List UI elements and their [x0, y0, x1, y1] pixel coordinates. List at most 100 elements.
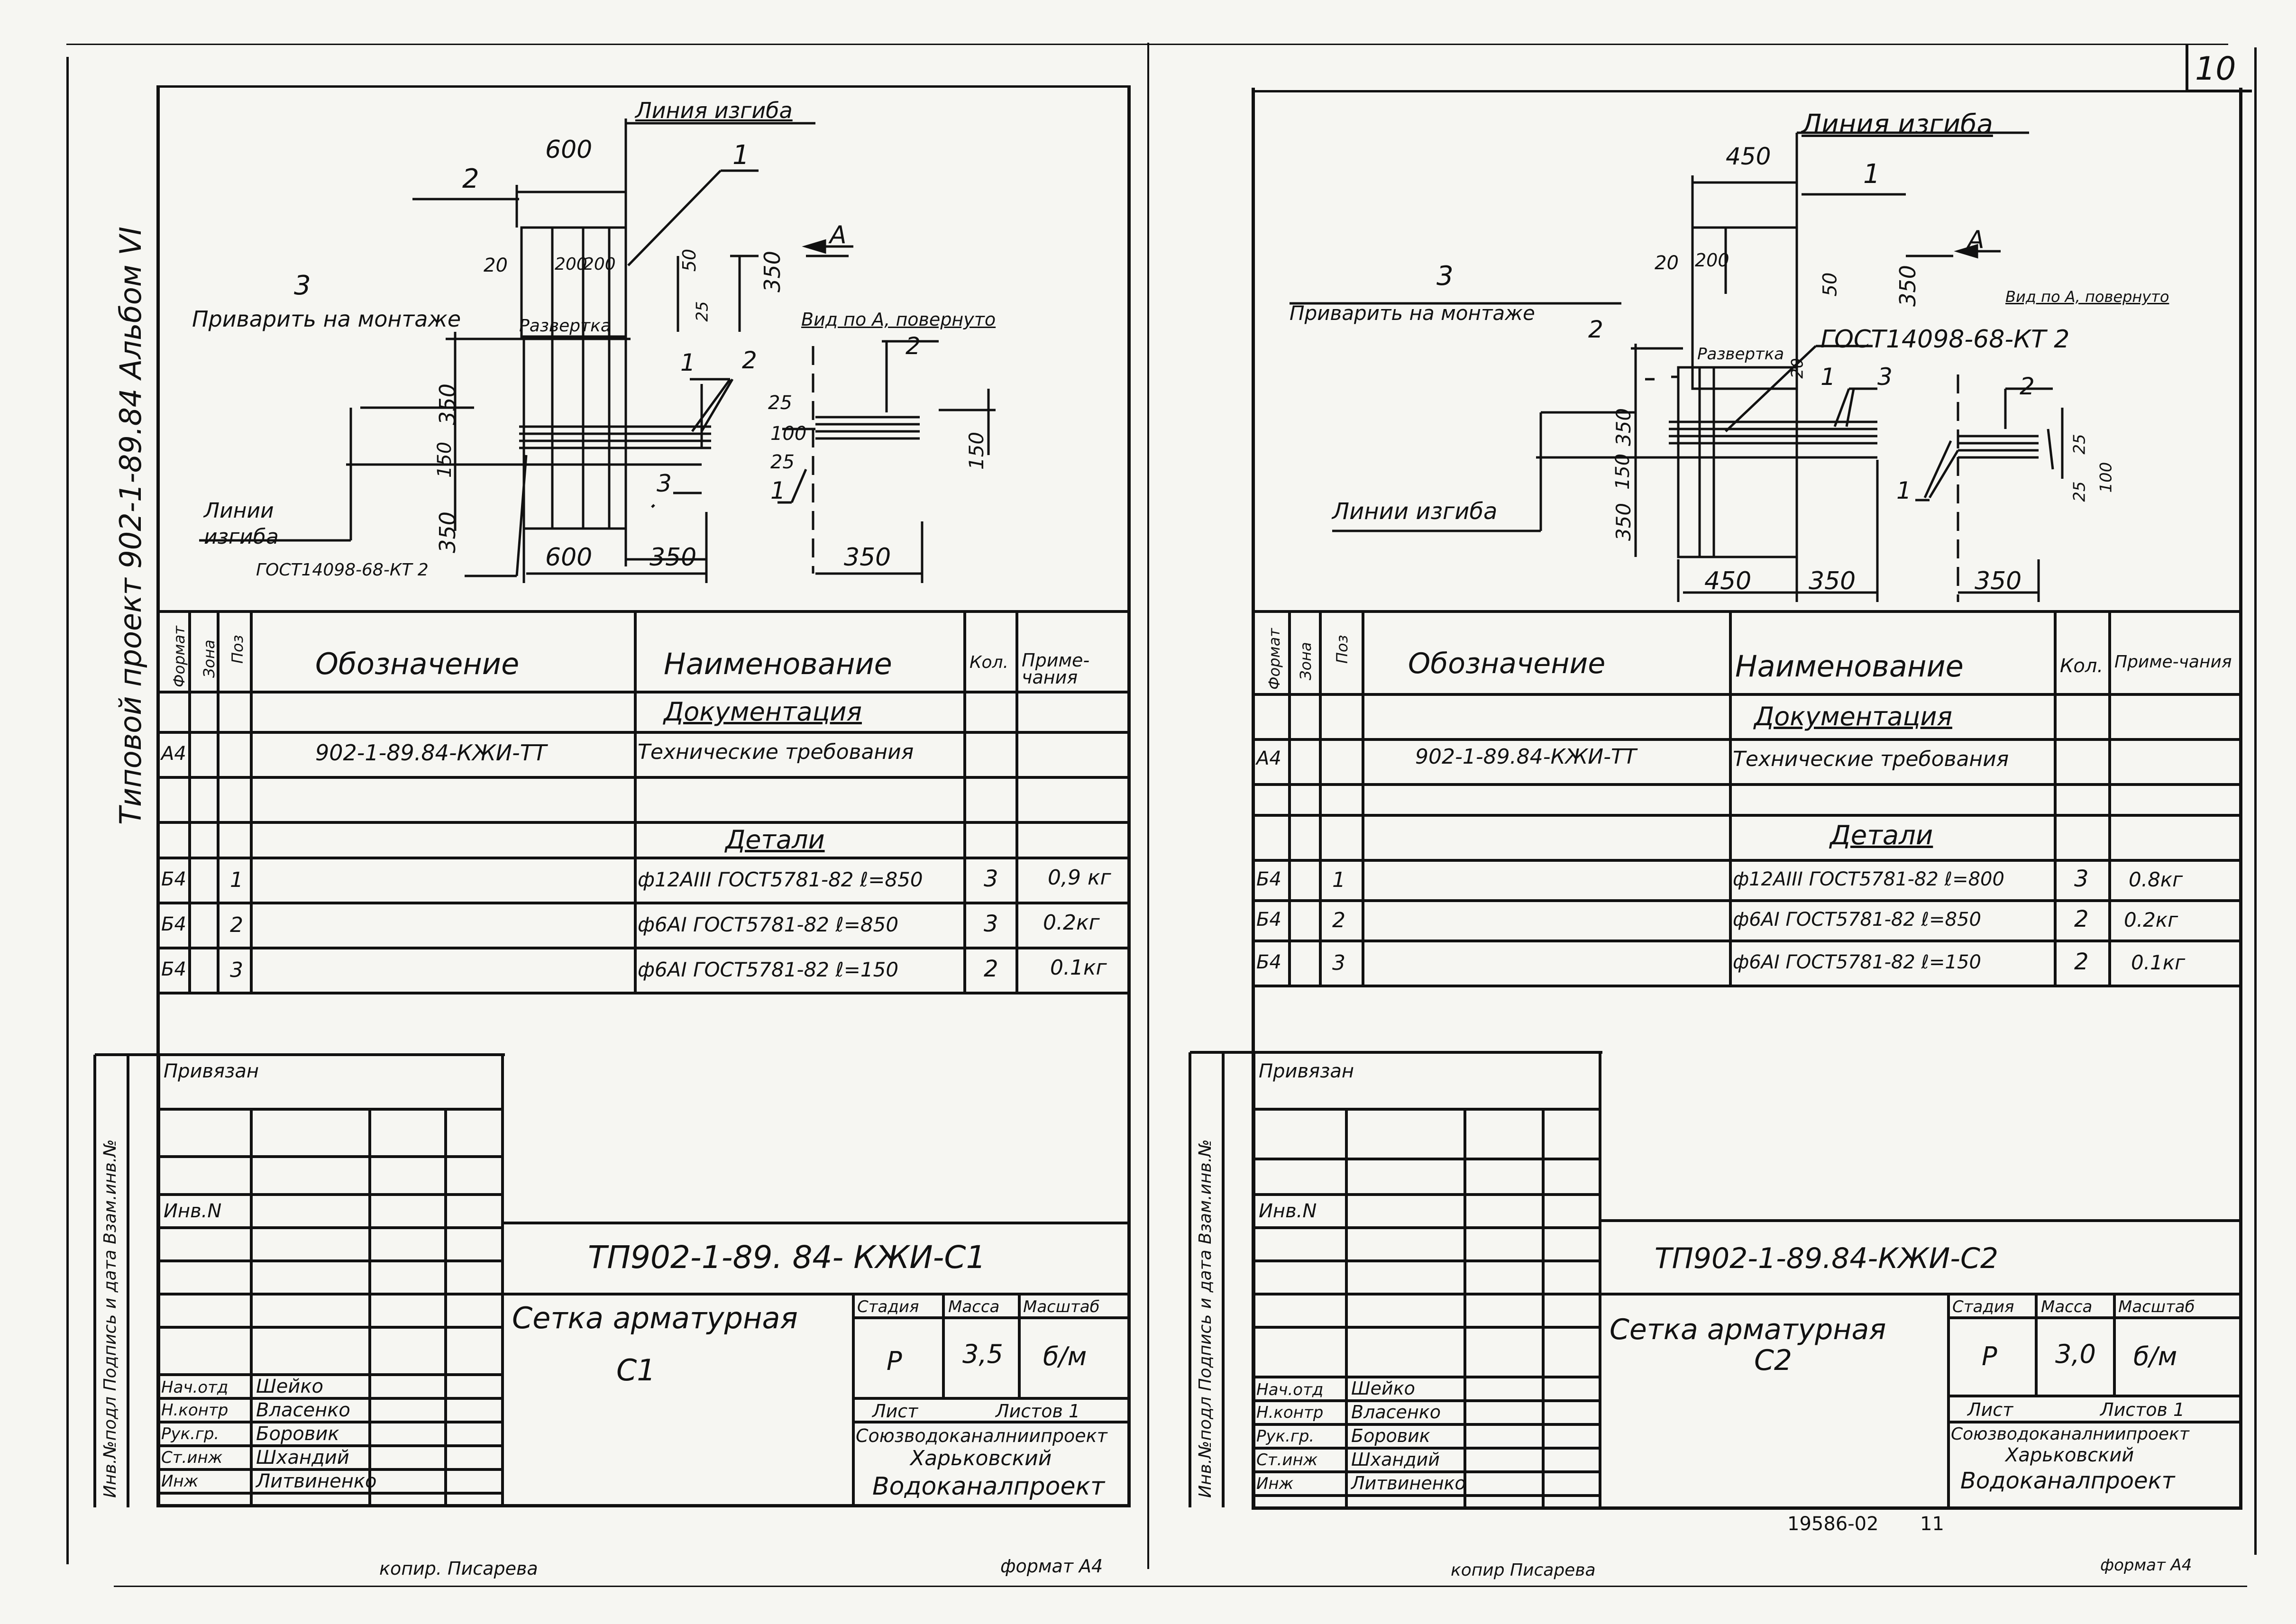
left-section-parts: Детали [725, 825, 825, 855]
right-stage-header: Стадия [1952, 1297, 2014, 1316]
left-mass-header: Масса [948, 1297, 1000, 1316]
right-dim-150-razv: 150 [1612, 453, 1634, 490]
right-staff-name-2: Власенко [1351, 1402, 1441, 1423]
left-pos-label-1a: 1 [732, 140, 750, 171]
left-dim-25-mid: 25 [768, 392, 792, 414]
left-row1-designation: 902-1-89.84-КЖИ-ТТ [315, 740, 547, 766]
right-header-qty: Кол. [2060, 655, 2104, 677]
outer-bottom-edge [114, 1586, 2247, 1587]
left-row3-name: ф6АI ГОСТ5781-82 ℓ=850 [638, 913, 899, 936]
left-doc-title: Сетка арматурная [512, 1301, 798, 1335]
left-bound-label: Привязан [164, 1060, 259, 1082]
left-pos-label-1c: 1 [770, 477, 786, 504]
left-staff-role-2: Н.контр [161, 1401, 229, 1420]
left-row4-note: 0.1кг [1050, 956, 1107, 980]
left-sheet-label: Лист [872, 1401, 918, 1422]
right-pos-label-1a: 1 [1863, 159, 1880, 190]
left-stage-header: Стадия [857, 1297, 919, 1316]
right-doc-mark: С2 [1754, 1344, 1793, 1377]
outer-left-edge [66, 57, 69, 1564]
left-dim-200a: 200 [555, 255, 587, 274]
left-view-pos-2: 2 [906, 332, 921, 360]
right-dim-450-top: 450 [1726, 143, 1771, 170]
right-gost-label: ГОСТ14098-68-КТ 2 [1820, 325, 2070, 354]
left-header-note: Приме-чания [1022, 650, 1090, 688]
right-dim-350-razv: 350 [1612, 408, 1636, 447]
right-pos-label-3a: 3 [1436, 261, 1454, 292]
right-header-format: Формат [1265, 628, 1283, 690]
left-pos-label-3a: 3 [294, 270, 311, 301]
right-header-pos: Поз [1333, 635, 1351, 664]
left-sheets-label: Листов 1 [996, 1401, 1080, 1422]
right-dim-350-bottom: 350 [1809, 567, 1856, 595]
left-pos-label-1b: 1 [680, 349, 695, 376]
right-staff-role-2: Н.контр [1256, 1403, 1324, 1422]
left-header-designation: Обозначение [315, 647, 520, 681]
right-doc-title: Сетка арматурная [1610, 1313, 1886, 1346]
left-dim-25-top: 25 [693, 301, 712, 322]
left-row4-name: ф6АI ГОСТ5781-82 ℓ=150 [638, 958, 899, 981]
left-pos-label-3b: 2 [742, 347, 757, 374]
left-doc-mark: С1 [616, 1353, 656, 1387]
right-section-parts: Детали [1830, 820, 1933, 851]
right-bend-line-label: Линия изгиба [1802, 109, 1993, 140]
right-row3-note: 0.2кг [2124, 908, 2178, 931]
footer-sheet-number: 11 [1920, 1513, 1944, 1535]
left-header-zone: Зона [200, 639, 218, 678]
right-staff-role-1: Нач.отд [1256, 1380, 1324, 1399]
right-row4-pos: 3 [1332, 951, 1345, 975]
right-staff-name-5: Литвиненко [1351, 1473, 1466, 1494]
left-stage-value: Р [887, 1346, 902, 1376]
right-view-dim-350: 350 [1975, 567, 2022, 595]
right-sheets-label: Листов 1 [2100, 1399, 2185, 1420]
left-view-dim-150: 150 [965, 431, 988, 470]
left-row2-qty: 3 [984, 866, 998, 892]
footer-left-copy: копир. Писарева [379, 1558, 538, 1579]
left-row2-pos: 1 [230, 868, 243, 892]
right-scale-value: б/м [2133, 1341, 2177, 1371]
right-razvertka-label: Развертка [1697, 345, 1784, 364]
right-mass-value: 3,0 [2055, 1339, 2096, 1369]
right-bound-label: Привязан [1259, 1060, 1354, 1082]
left-row4-pos: 3 [230, 958, 243, 982]
right-staff-role-3: Рук.гр. [1256, 1427, 1315, 1446]
left-row2-note: 0,9 кг [1048, 866, 1111, 890]
left-dim-600-bottom: 600 [545, 543, 593, 572]
left-row2-name: ф12АIII ГОСТ5781-82 ℓ=850 [638, 868, 923, 891]
left-arrow-a-label: A [830, 221, 847, 249]
right-dim-50: 50 [1819, 272, 1841, 297]
right-header-zone: Зона [1297, 642, 1315, 680]
right-view-dim-25-b: 25 [2070, 481, 2089, 502]
left-staff-name-1: Шейко [256, 1376, 324, 1397]
right-inv-label: Инв.N [1259, 1200, 1317, 1222]
left-row3-pos: 2 [230, 913, 243, 937]
right-view-dim-25: 25 [2070, 434, 2089, 455]
left-row1-format: А4 [161, 743, 186, 765]
right-top-border [1252, 90, 2242, 92]
left-staff-name-4: Шхандий [256, 1447, 349, 1469]
left-razvertka-label: Развертка [519, 316, 611, 336]
right-pos-label-1b: 1 [1820, 363, 1836, 391]
right-row4-note: 0.1кг [2131, 951, 2186, 974]
outer-top-edge [66, 44, 2228, 45]
right-staff-name-4: Шхандий [1351, 1449, 1440, 1470]
right-view-pos-1: 1 [1896, 477, 1912, 504]
right-pos-label-3b: 3 [1877, 363, 1893, 391]
right-view-label: Вид по А, повернуто [2005, 288, 2169, 306]
left-row3-qty: 3 [984, 911, 998, 937]
right-stage-value: Р [1982, 1341, 1997, 1371]
right-weld-label: Приварить на монтаже [1290, 301, 1535, 325]
right-row1-format: А4 [1256, 748, 1281, 769]
right-view-pos-2: 2 [2020, 373, 2035, 400]
right-header-note: Приме-чания [2114, 652, 2232, 672]
right-dim-200: 200 [1695, 250, 1729, 271]
left-dim-350-razv-b: 350 [434, 511, 460, 553]
left-dim-25-mid-b: 25 [770, 451, 795, 473]
left-row4-format: Б4 [161, 958, 186, 980]
right-doc-code: ТП902-1-89.84-КЖИ-С2 [1655, 1242, 1999, 1275]
right-staff-role-5: Инж [1256, 1474, 1294, 1493]
left-weld-label: Приварить на монтаже [192, 306, 461, 332]
outer-right-edge [2254, 47, 2257, 1555]
right-sheet-frame [1252, 88, 2242, 1510]
